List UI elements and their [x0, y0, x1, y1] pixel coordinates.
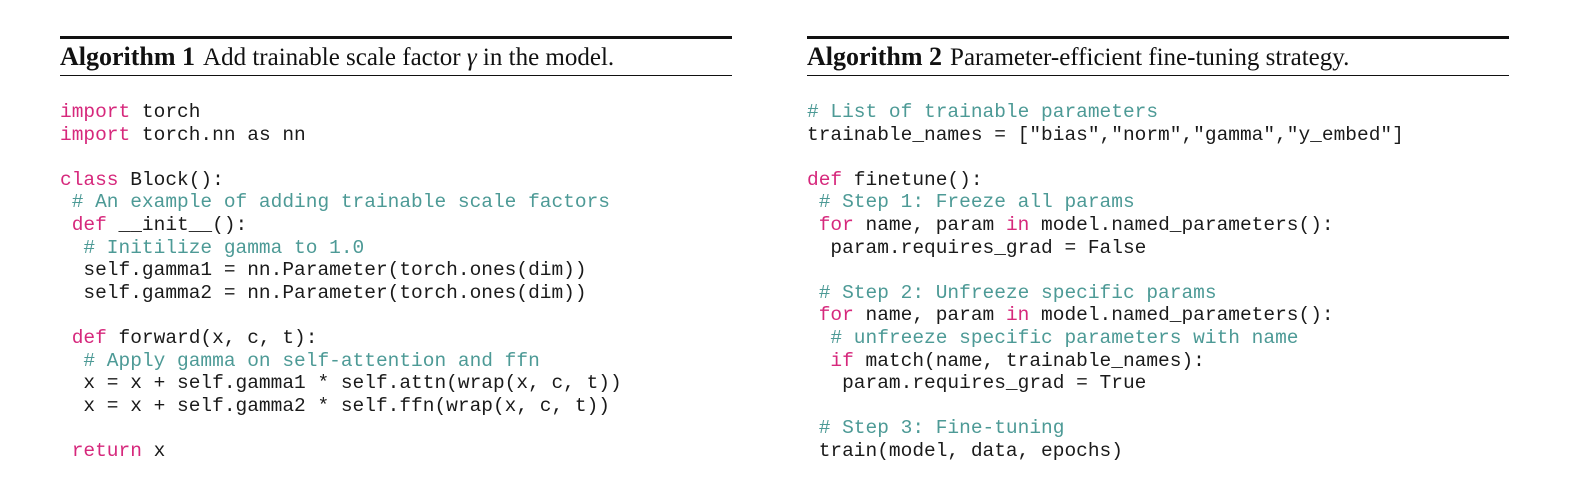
comment-token: # Initilize gamma to 1.0 — [83, 236, 365, 259]
keyword-token: def — [807, 168, 843, 191]
code-token: match(name, trainable_names): — [853, 349, 1205, 372]
comment-token: # Step 3: Fine-tuning — [818, 417, 1065, 440]
code-token: param.requires_grad = True — [807, 372, 1147, 395]
keyword-token: def — [71, 326, 107, 349]
keyword-token: for — [818, 304, 854, 327]
comment-token: # List of trainable parameters — [807, 101, 1159, 123]
keyword-token: for — [818, 213, 854, 236]
code-token: x = x + self.gamma1 * self.attn(wrap(x, … — [60, 372, 622, 395]
code-line: for name, param in model.named_parameter… — [807, 304, 1509, 327]
code-token — [60, 214, 72, 236]
code-line: # Step 3: Fine-tuning — [807, 417, 1509, 440]
comment-token: # Apply gamma on self-attention and ffn — [83, 349, 540, 372]
code-token: x = x + self.gamma2 * self.ffn(wrap(x, c… — [60, 394, 610, 417]
code-token — [807, 350, 830, 372]
code-line — [807, 395, 1509, 418]
code-token — [807, 191, 819, 213]
comment-token: # Step 2: Unfreeze specific params — [818, 281, 1217, 304]
code-line: import torch — [60, 101, 732, 124]
code-token: __init__(): — [106, 213, 248, 236]
code-token: self.gamma1 = nn.Parameter(torch.ones(di… — [60, 259, 587, 282]
code-token: name, param — [853, 213, 1006, 236]
code-line: self.gamma1 = nn.Parameter(torch.ones(di… — [60, 259, 732, 282]
comment-token: # Step 1: Freeze all params — [818, 191, 1135, 214]
caption-text: Parameter-efficient fine-tuning strategy… — [950, 43, 1350, 71]
code-token — [60, 350, 83, 372]
caption-text-end: in the model. — [482, 43, 615, 71]
algorithm-caption: Parameter-efficient fine-tuning strategy… — [950, 45, 1349, 70]
keyword-token: import — [60, 123, 131, 146]
code-token: trainable_names = ["bias","norm","gamma"… — [807, 123, 1404, 146]
code-line: # Step 1: Freeze all params — [807, 191, 1509, 214]
code-line — [807, 146, 1509, 169]
algorithm-2-block: Algorithm 2 Parameter-efficient fine-tun… — [807, 36, 1509, 463]
code-token — [807, 214, 819, 236]
code-token — [60, 440, 72, 462]
code-token — [60, 191, 72, 213]
code-line: # Initilize gamma to 1.0 — [60, 237, 732, 260]
code-token — [807, 282, 819, 304]
code-line: # unfreeze specific parameters with name — [807, 327, 1509, 350]
code-line — [60, 304, 732, 327]
code-line: return x — [60, 440, 732, 463]
code-token: param.requires_grad = False — [807, 236, 1147, 259]
code-line — [60, 417, 732, 440]
keyword-token: if — [830, 349, 854, 372]
caption-text: Add trainable scale factor — [203, 43, 461, 71]
algorithm-label: Algorithm 1 — [60, 42, 196, 71]
code-token: name, param — [853, 304, 1006, 327]
code-token: torch — [130, 101, 201, 123]
comment-token: # An example of adding trainable scale f… — [71, 191, 610, 214]
code-line: import torch.nn as nn — [60, 124, 732, 147]
code-token — [60, 327, 72, 349]
code-line: # Apply gamma on self-attention and ffn — [60, 350, 732, 373]
code-line: x = x + self.gamma1 * self.attn(wrap(x, … — [60, 372, 732, 395]
keyword-token: in — [1005, 213, 1030, 236]
code-line: if match(name, trainable_names): — [807, 350, 1509, 373]
code-token — [60, 237, 83, 259]
code-line: param.requires_grad = True — [807, 372, 1509, 395]
keyword-token: return — [71, 439, 142, 462]
algorithm-header: Algorithm 1 Add trainable scale factor γ… — [60, 36, 732, 76]
code-token — [807, 327, 830, 349]
code-line — [807, 259, 1509, 282]
keyword-token: class — [60, 168, 119, 191]
code-token: torch.nn as nn — [130, 123, 306, 146]
code-line: param.requires_grad = False — [807, 237, 1509, 260]
keyword-token: in — [1005, 304, 1030, 327]
keyword-token: import — [60, 101, 131, 123]
code-token: model.named_parameters(): — [1029, 213, 1334, 236]
code-token: forward(x, c, t): — [106, 326, 318, 349]
code-token — [807, 304, 819, 326]
keyword-token: def — [71, 213, 107, 236]
algorithm-caption: Add trainable scale factor γ in the mode… — [203, 45, 614, 70]
code-token: model.named_parameters(): — [1029, 304, 1334, 327]
code-line: for name, param in model.named_parameter… — [807, 214, 1509, 237]
comment-token: # unfreeze specific parameters with name — [830, 326, 1299, 349]
algorithm-header: Algorithm 2 Parameter-efficient fine-tun… — [807, 36, 1509, 76]
code-line: def finetune(): — [807, 169, 1509, 192]
code-token — [807, 417, 819, 439]
code-token: Block(): — [118, 168, 224, 191]
code-token: finetune(): — [842, 168, 983, 191]
algorithm-1-block: Algorithm 1 Add trainable scale factor γ… — [60, 36, 732, 463]
code-token: x — [141, 439, 166, 462]
code-line: def __init__(): — [60, 214, 732, 237]
code-line — [60, 146, 732, 169]
code-line: class Block(): — [60, 169, 732, 192]
code-line: def forward(x, c, t): — [60, 327, 732, 350]
code-token: self.gamma2 = nn.Parameter(torch.ones(di… — [60, 281, 587, 304]
code-line: # Step 2: Unfreeze specific params — [807, 282, 1509, 305]
code-token: train(model, data, epochs) — [807, 439, 1123, 462]
algorithm-label: Algorithm 2 — [807, 42, 943, 71]
code-line: self.gamma2 = nn.Parameter(torch.ones(di… — [60, 282, 732, 305]
code-line: trainable_names = ["bias","norm","gamma"… — [807, 124, 1509, 147]
code-line: # An example of adding trainable scale f… — [60, 191, 732, 214]
code-line: train(model, data, epochs) — [807, 440, 1509, 463]
code-line: x = x + self.gamma2 * self.ffn(wrap(x, c… — [60, 395, 732, 418]
gamma-symbol: γ — [466, 43, 477, 71]
code-line: # List of trainable parameters — [807, 101, 1509, 124]
